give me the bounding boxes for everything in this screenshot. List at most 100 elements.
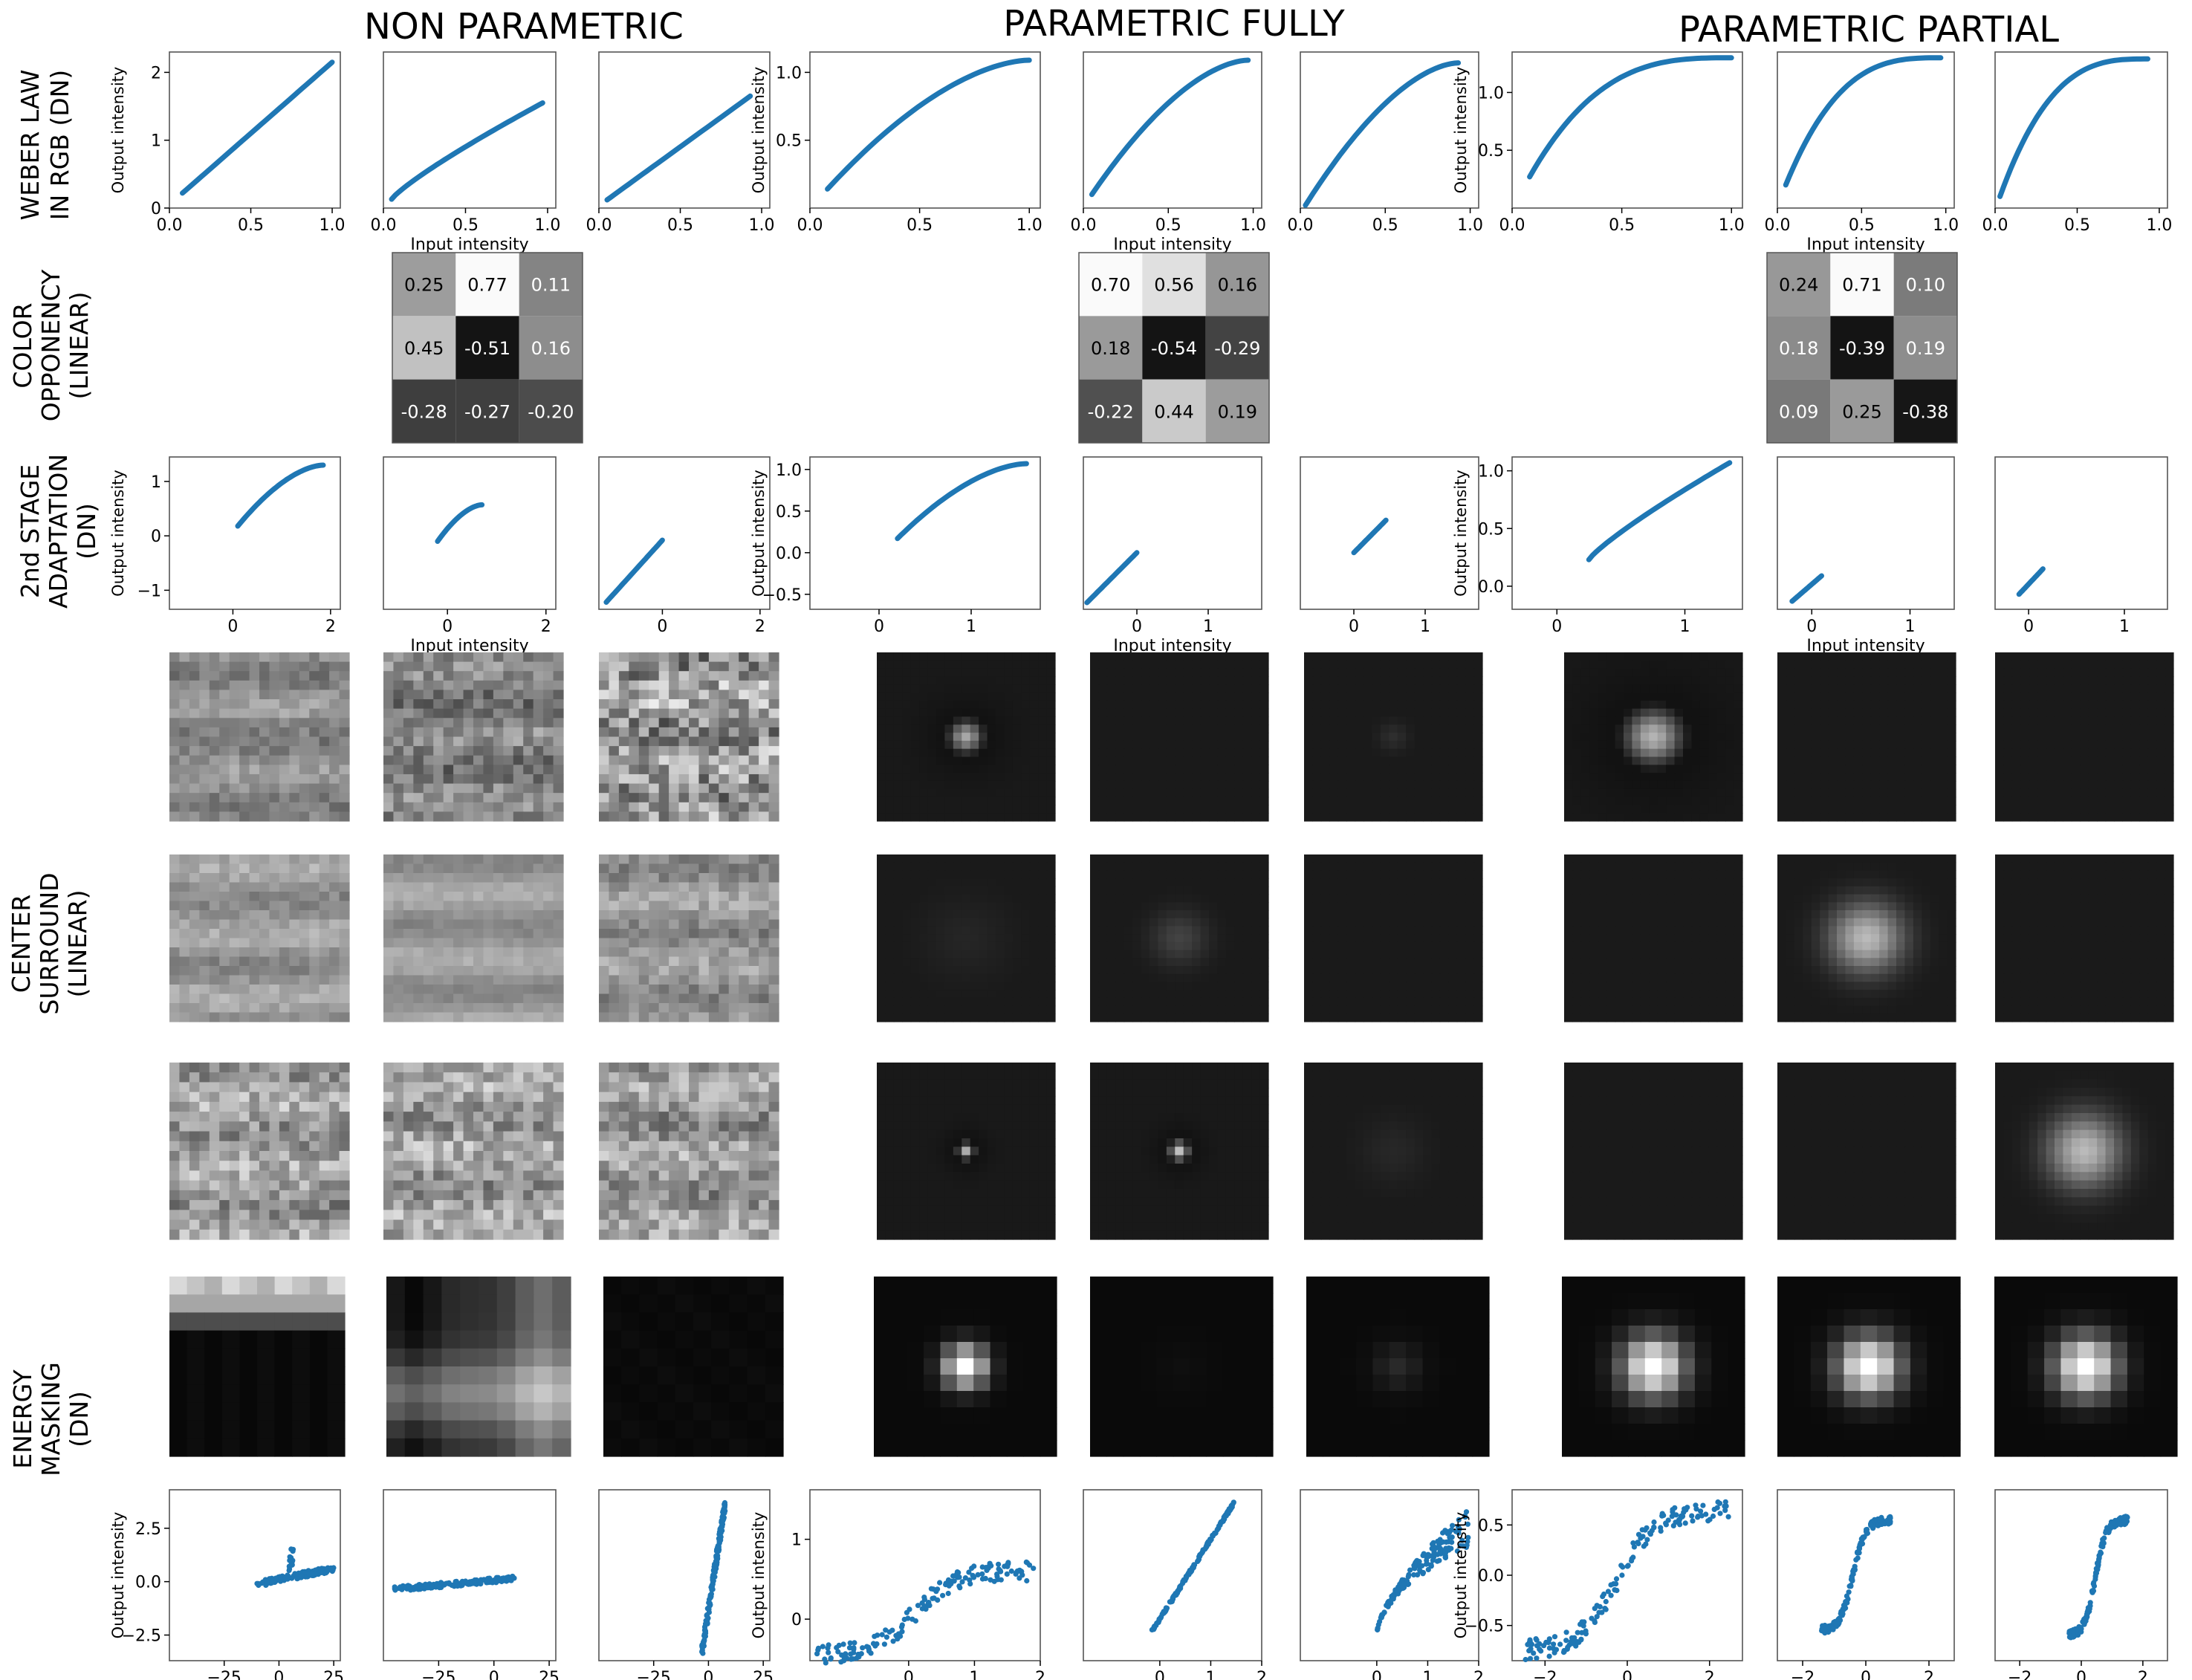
center-surround-kernel-pixel bbox=[962, 1063, 971, 1071]
center-surround-kernel-pixel bbox=[649, 727, 660, 738]
center-surround-kernel-pixel bbox=[979, 1189, 988, 1198]
center-surround-kernel-pixel bbox=[877, 878, 886, 887]
center-surround-kernel-pixel bbox=[299, 773, 310, 785]
center-surround-kernel-pixel bbox=[229, 1092, 240, 1103]
opponency-value: -0.22 bbox=[1088, 401, 1134, 422]
center-surround-kernel-pixel bbox=[902, 652, 912, 661]
center-surround-kernel-pixel bbox=[1200, 797, 1210, 805]
center-surround-kernel-pixel bbox=[910, 1138, 920, 1147]
center-surround-kernel-pixel bbox=[403, 1131, 414, 1142]
center-surround-kernel-pixel bbox=[768, 708, 779, 719]
center-surround-kernel-pixel bbox=[638, 966, 649, 976]
center-surround-kernel-pixel bbox=[523, 993, 534, 1004]
center-surround-kernel-pixel bbox=[944, 1005, 954, 1014]
center-surround-kernel-pixel bbox=[708, 1092, 719, 1103]
center-surround-kernel-pixel bbox=[1046, 854, 1056, 863]
center-surround-kernel-pixel bbox=[910, 797, 920, 805]
center-surround-kernel-pixel bbox=[927, 878, 937, 887]
center-surround-kernel-pixel bbox=[927, 693, 937, 701]
center-surround-kernel-pixel bbox=[523, 1131, 534, 1142]
center-surround-kernel-pixel bbox=[1259, 708, 1269, 718]
center-surround-kernel-pixel bbox=[919, 878, 929, 887]
center-surround-kernel-pixel bbox=[1012, 668, 1022, 678]
center-surround-kernel-pixel bbox=[433, 956, 444, 967]
center-surround-kernel-pixel bbox=[698, 854, 710, 865]
center-surround-kernel-pixel bbox=[987, 660, 996, 669]
center-surround-kernel-pixel bbox=[533, 1082, 544, 1093]
center-surround-kernel-pixel bbox=[618, 727, 629, 738]
center-surround-kernel-pixel bbox=[1259, 854, 1269, 863]
center-surround-kernel-pixel bbox=[919, 997, 929, 1007]
adaptation-panel-frame bbox=[383, 456, 557, 610]
center-surround-kernel-pixel bbox=[1158, 660, 1167, 669]
center-surround-kernel-pixel bbox=[953, 1071, 962, 1080]
center-surround-kernel-pixel bbox=[1004, 1104, 1014, 1114]
center-surround-kernel-pixel bbox=[748, 661, 759, 672]
center-surround-kernel-pixel bbox=[1021, 1197, 1031, 1207]
center-surround-kernel-pixel bbox=[309, 802, 320, 812]
center-surround-kernel-pixel bbox=[996, 862, 1005, 872]
center-surround-kernel-pixel bbox=[629, 1229, 640, 1240]
center-surround-kernel-pixel bbox=[996, 756, 1005, 765]
center-surround-kernel-pixel bbox=[902, 676, 912, 685]
center-surround-kernel-pixel bbox=[393, 1161, 404, 1172]
center-surround-kernel-pixel bbox=[1038, 997, 1048, 1007]
center-surround-kernel-pixel bbox=[1046, 660, 1056, 669]
center-surround-kernel-pixel bbox=[403, 1141, 414, 1152]
center-surround-kernel-pixel bbox=[885, 1155, 895, 1164]
center-surround-kernel-pixel bbox=[189, 680, 200, 691]
center-surround-kernel-pixel bbox=[1242, 700, 1252, 710]
center-surround-kernel-pixel bbox=[979, 1172, 988, 1181]
center-surround-kernel-pixel bbox=[543, 873, 554, 883]
center-surround-kernel-pixel bbox=[1090, 676, 1100, 685]
center-surround-kernel-pixel bbox=[553, 755, 564, 765]
center-surround-kernel-pixel bbox=[513, 680, 524, 691]
center-surround-kernel-pixel bbox=[927, 652, 937, 661]
center-surround-kernel-pixel bbox=[199, 873, 210, 883]
center-surround-kernel-pixel bbox=[987, 780, 996, 790]
center-surround-kernel-pixel bbox=[678, 1170, 690, 1181]
center-surround-kernel-pixel bbox=[996, 1079, 1005, 1089]
center-surround-kernel-pixel bbox=[493, 811, 504, 822]
center-surround-kernel-pixel bbox=[708, 1072, 719, 1083]
center-surround-kernel-pixel bbox=[658, 975, 669, 985]
center-surround-kernel-pixel bbox=[1038, 1164, 1048, 1173]
center-surround-kernel-pixel bbox=[678, 699, 690, 710]
center-surround-kernel-pixel bbox=[910, 733, 920, 742]
center-surround-kernel-pixel bbox=[423, 708, 434, 719]
center-surround-kernel-pixel bbox=[169, 975, 181, 985]
center-surround-kernel-pixel bbox=[669, 718, 680, 728]
center-surround-kernel-pixel bbox=[179, 993, 190, 1004]
center-surround-kernel-pixel bbox=[739, 1151, 750, 1161]
center-surround-kernel-pixel bbox=[979, 805, 988, 814]
center-surround-kernel-pixel bbox=[403, 718, 414, 728]
center-surround-kernel-pixel bbox=[1090, 748, 1100, 758]
center-surround-kernel-pixel bbox=[523, 811, 534, 822]
center-surround-kernel-pixel bbox=[239, 929, 250, 939]
center-surround-kernel-pixel bbox=[962, 926, 971, 935]
center-surround-kernel-pixel bbox=[953, 1155, 962, 1164]
center-surround-kernel-pixel bbox=[599, 736, 610, 747]
center-surround-kernel-pixel bbox=[473, 1190, 484, 1201]
center-surround-kernel-pixel bbox=[493, 901, 504, 911]
center-surround-kernel-pixel bbox=[309, 1151, 320, 1161]
center-surround-kernel-pixel bbox=[189, 773, 200, 785]
center-surround-kernel-pixel bbox=[1158, 788, 1167, 798]
center-surround-kernel-pixel bbox=[229, 793, 240, 803]
center-surround-kernel-pixel bbox=[1029, 1129, 1039, 1139]
center-surround-kernel-pixel bbox=[403, 1092, 414, 1103]
center-surround-kernel-pixel bbox=[219, 746, 230, 756]
center-surround-kernel-pixel bbox=[289, 755, 300, 765]
center-surround-kernel-pixel bbox=[199, 1012, 210, 1022]
center-surround-kernel-pixel bbox=[239, 690, 250, 700]
center-surround-kernel-pixel bbox=[249, 811, 260, 822]
center-surround-kernel-pixel bbox=[553, 1190, 564, 1201]
center-surround-kernel-pixel bbox=[1021, 660, 1031, 669]
center-surround-kernel-pixel bbox=[1259, 676, 1269, 685]
center-surround-kernel-pixel bbox=[609, 854, 620, 865]
center-surround-kernel-pixel bbox=[609, 956, 620, 967]
center-surround-kernel-pixel bbox=[433, 765, 444, 775]
center-surround-kernel-pixel bbox=[403, 863, 414, 874]
center-surround-kernel-pixel bbox=[339, 985, 350, 995]
center-surround-kernel-pixel bbox=[885, 941, 895, 951]
